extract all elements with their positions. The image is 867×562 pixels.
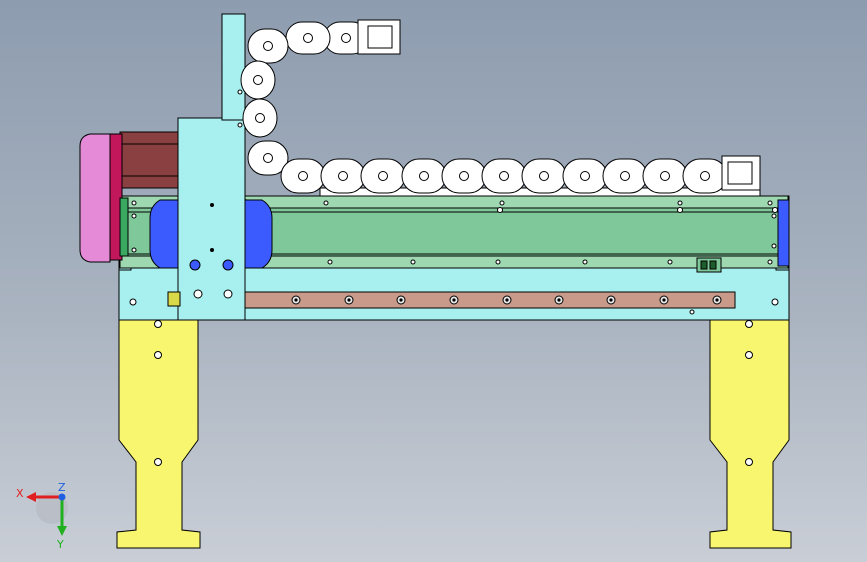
carriage-knob[interactable] <box>222 259 234 271</box>
rail-screw <box>131 200 137 206</box>
chain-support-hole <box>237 89 243 95</box>
triad-z-axis <box>58 493 66 501</box>
chain-link <box>247 140 289 176</box>
limit-sensor-terminal <box>709 260 717 270</box>
chain-support-hole <box>237 122 243 128</box>
rack-bolt-center <box>452 298 456 302</box>
frame-screw <box>129 298 137 306</box>
chain-link <box>401 158 447 194</box>
carriage-block-left[interactable] <box>149 199 179 269</box>
frame-screw <box>689 309 695 315</box>
rail-screw <box>771 213 777 219</box>
right-leg-hole <box>745 351 753 359</box>
rail-screw <box>677 200 683 206</box>
rack-bolt-center <box>609 298 613 302</box>
chain-link <box>320 158 366 194</box>
rail-screw <box>327 259 333 265</box>
chain-link <box>240 60 276 100</box>
rack-bolt-center <box>662 298 666 302</box>
left-leg[interactable] <box>116 317 201 549</box>
rail-screw <box>767 200 773 206</box>
chain-link <box>562 158 608 194</box>
cable-chain-end-bracket-slot <box>727 161 753 185</box>
right-leg-hole <box>745 458 753 466</box>
chain-link <box>280 158 326 194</box>
right-leg-hole <box>745 320 753 328</box>
chain-link <box>242 98 278 138</box>
triad-origin-shadow <box>36 492 68 524</box>
triad-y-label: Y <box>56 538 64 551</box>
rail-screw <box>771 243 777 249</box>
rail-screw <box>323 200 329 206</box>
chain-link <box>602 158 648 194</box>
chain-link <box>521 158 567 194</box>
rail-screw <box>677 207 683 213</box>
rail-screw <box>582 259 588 265</box>
rail-screw <box>131 213 137 219</box>
rack-bolt-center <box>505 298 509 302</box>
left-leg-hole <box>154 351 162 359</box>
axis-triad: X Y Z <box>16 481 68 551</box>
chain-link <box>285 21 331 55</box>
chain-link <box>642 158 688 194</box>
rack-bolt-center <box>347 298 351 302</box>
left-leg-hole <box>154 320 162 328</box>
rack-bolt-center <box>557 298 561 302</box>
rail-right-endcap <box>777 199 790 267</box>
rail-screw <box>410 259 416 265</box>
rack-bolt-center <box>715 298 719 302</box>
rail-screw <box>499 200 505 206</box>
carriage-plate-hole <box>210 248 214 252</box>
chain-link <box>247 28 289 64</box>
carriage-pinion <box>167 291 181 307</box>
motor-coupler <box>119 197 129 257</box>
triad-x-label: X <box>16 487 24 500</box>
limit-sensor-terminal <box>700 260 708 270</box>
triad-y-arrow <box>57 526 67 536</box>
carriage-plate-hole <box>223 289 233 299</box>
motor-housing[interactable] <box>79 133 111 263</box>
chain-link <box>481 158 527 194</box>
rail-screw <box>667 259 673 265</box>
rack-bolt-center <box>294 298 298 302</box>
rail-screw <box>767 259 773 265</box>
rack-bolt-group <box>291 295 722 305</box>
carriage-plate-hole <box>193 289 203 299</box>
motor-body[interactable] <box>119 131 181 189</box>
triad-z-label: Z <box>58 481 66 494</box>
carriage-plate[interactable] <box>177 117 246 321</box>
left-leg-hole <box>154 458 162 466</box>
chain-link <box>682 158 728 194</box>
cable-chain-end-bracket-slot <box>367 25 393 49</box>
rail-screw <box>131 247 137 253</box>
carriage-block-right[interactable] <box>243 199 273 269</box>
chain-link <box>441 158 487 194</box>
carriage-knob[interactable] <box>189 259 201 271</box>
triad-x-arrow <box>26 492 36 502</box>
rail-screw <box>495 259 501 265</box>
cable-chain[interactable] <box>240 21 728 194</box>
frame-screw <box>771 298 779 306</box>
chain-support-post[interactable] <box>221 13 246 121</box>
right-leg[interactable] <box>709 317 792 549</box>
carriage-plate-hole <box>210 203 214 207</box>
chain-link <box>360 158 406 194</box>
rack-bolt-center <box>399 298 403 302</box>
rail-screw <box>772 207 778 213</box>
rail-screw <box>497 207 503 213</box>
